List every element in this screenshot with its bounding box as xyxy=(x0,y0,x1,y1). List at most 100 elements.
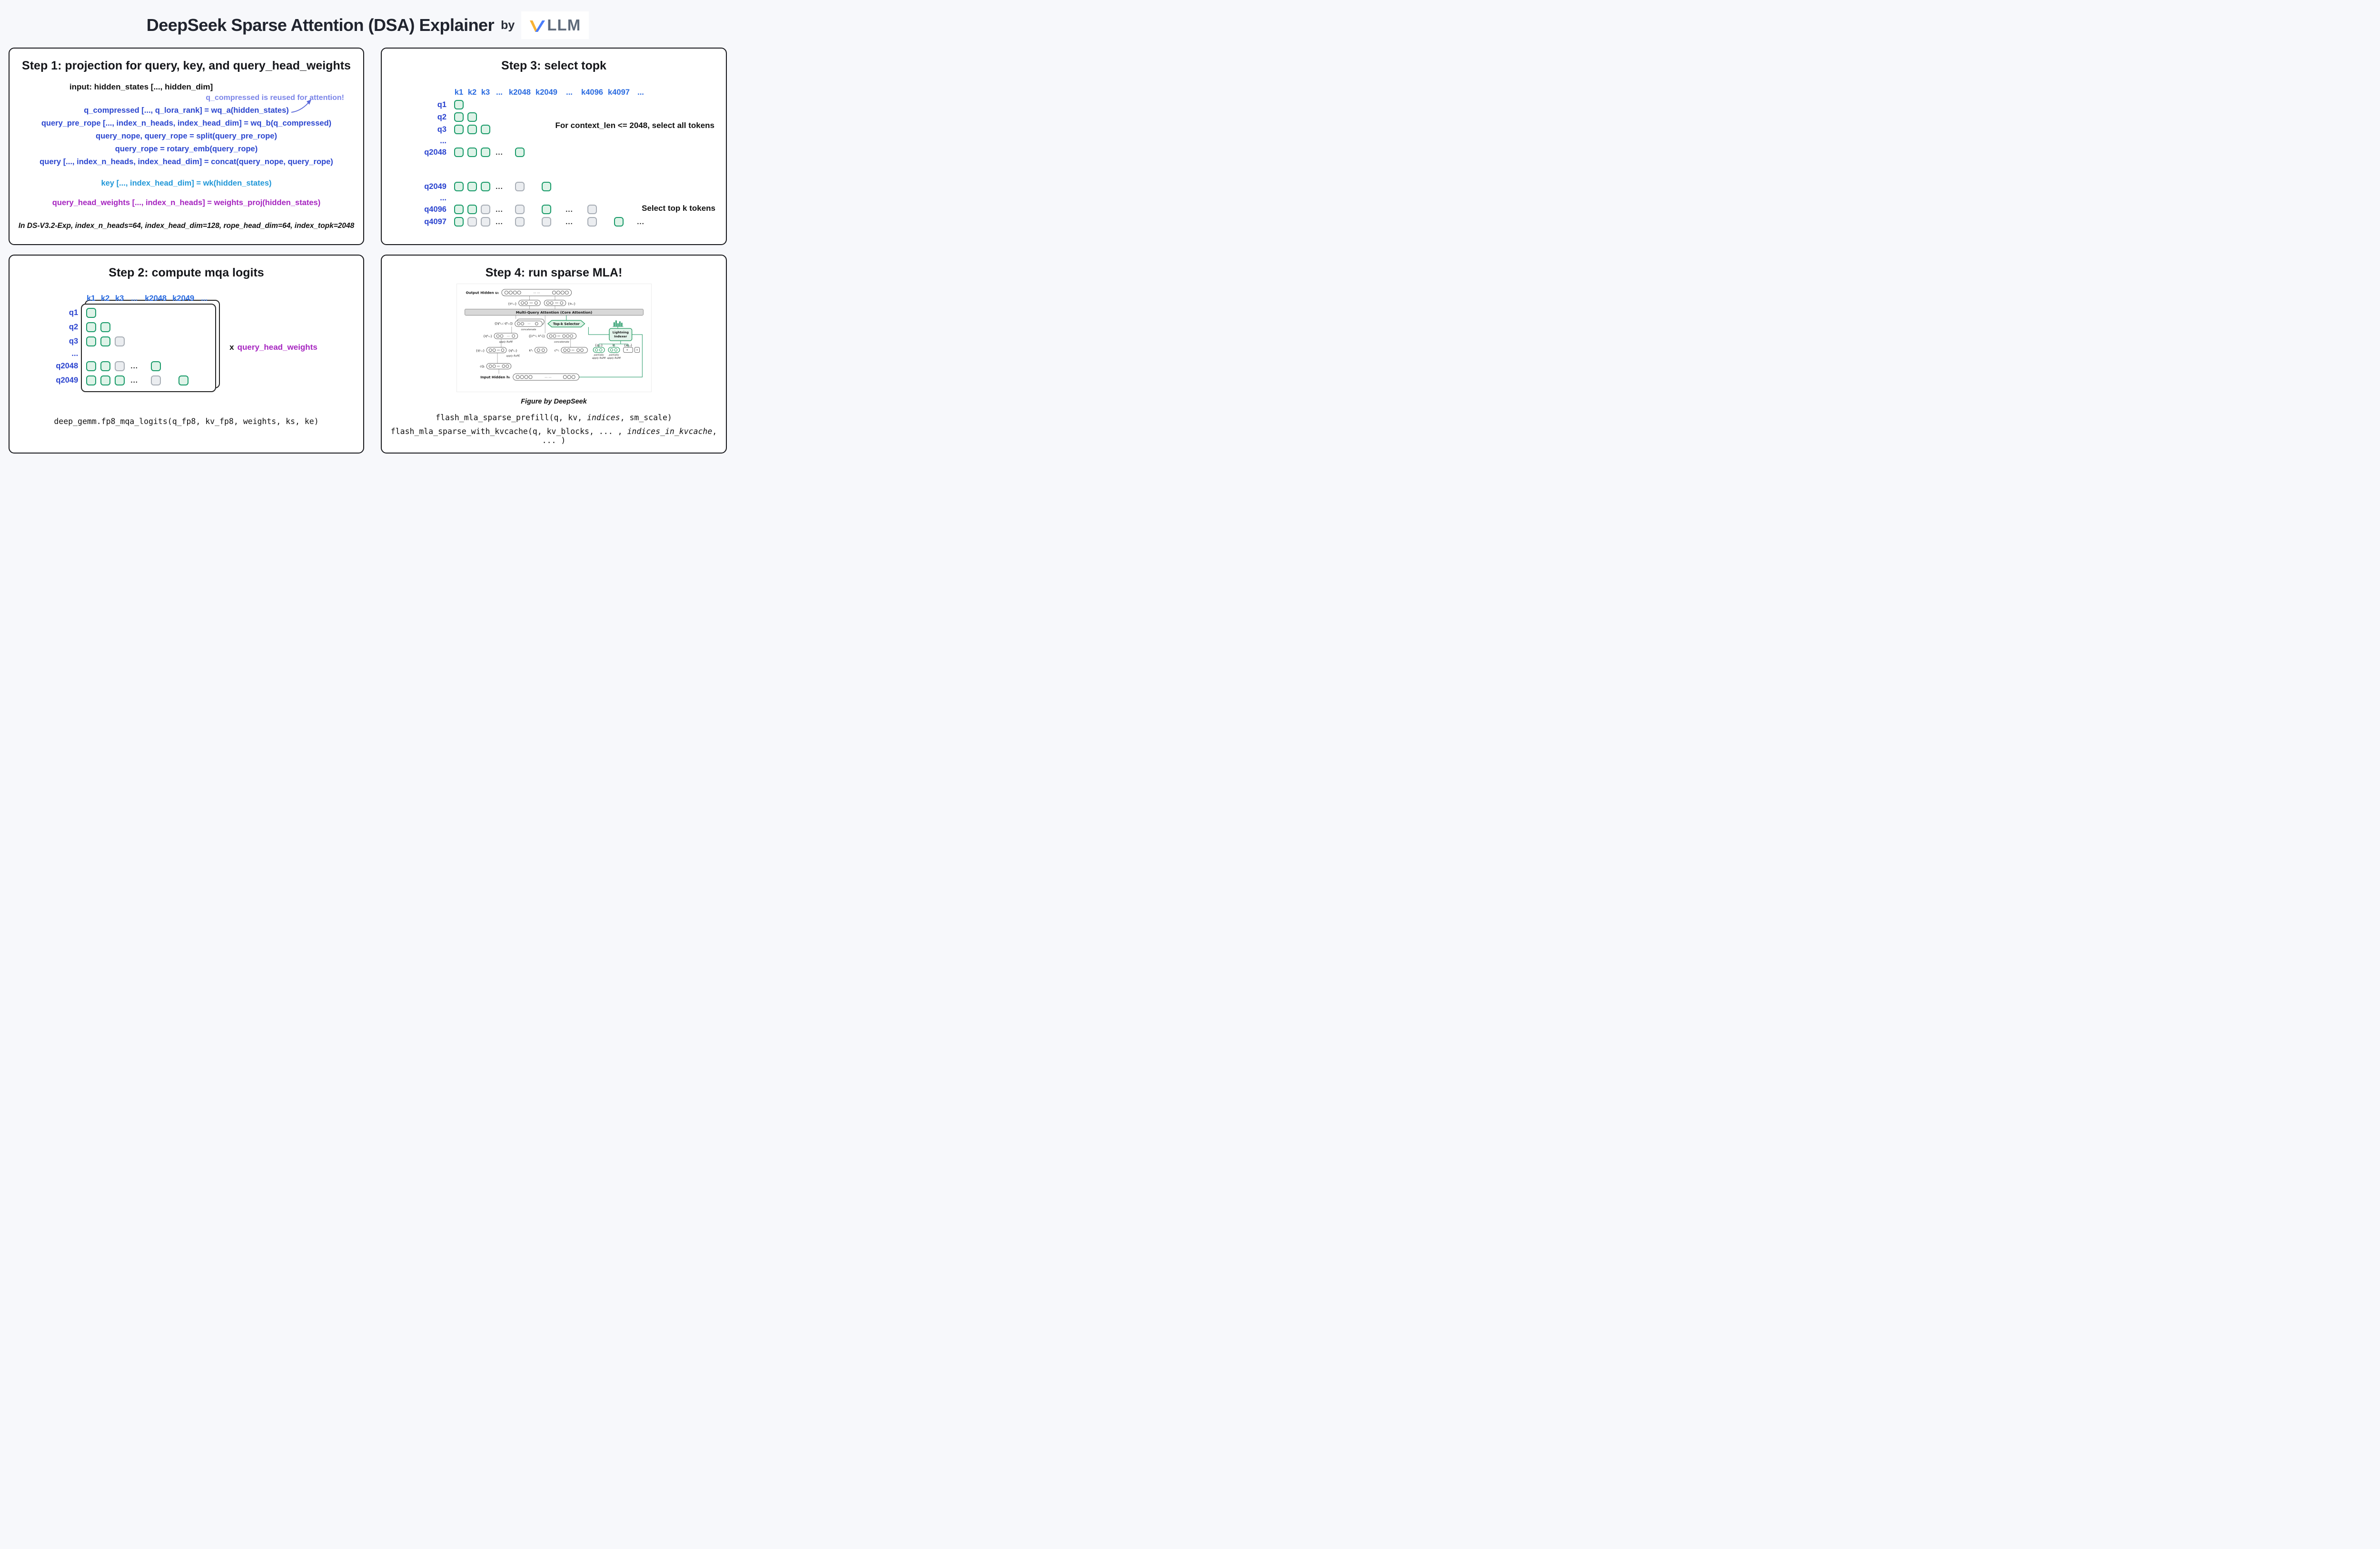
dsa-architecture-figure: Output Hidden uₜ ⋯ ⋯ {oᶜₜ,ᵢ} xyxy=(456,284,652,392)
step4-code-prefill: flash_mla_sparse_prefill(q, kv, indices,… xyxy=(382,413,726,422)
q-r-label: {qᴿₜ,ᵢ} xyxy=(508,349,517,352)
token-cell-selected xyxy=(467,125,477,134)
grid-row: q2 xyxy=(55,320,211,334)
step1-footnote: In DS-V3.2-Exp, index_n_heads=64, index_… xyxy=(18,222,355,230)
vllm-v-icon xyxy=(530,20,545,32)
topk-selector-label: Top-k Selector xyxy=(553,322,579,326)
concatenate1-label: concatenate xyxy=(521,328,536,331)
col-header: k1 xyxy=(454,88,464,97)
code2-pre: flash_mla_sparse_with_kvcache(q, kv_bloc… xyxy=(390,427,627,436)
token-cell-selected xyxy=(454,148,464,157)
figure-rope-row: {qᴬₜ,ᵢ} ⋯ apply RoPE {[cᴷᵛₜ; kᴿₜ]} conca… xyxy=(483,333,576,344)
input-hidden-label: Input Hidden hₜ xyxy=(480,375,510,379)
input-dots: ⋯ ⋯ xyxy=(545,376,551,379)
token-cell-unselected xyxy=(587,217,597,227)
q-i-label: {qᴵₜ,ᵢ} xyxy=(595,344,603,347)
token-cell-selected xyxy=(467,205,477,214)
grid-row: ... xyxy=(55,348,211,359)
col-header: k2048 xyxy=(145,294,167,303)
grid-row: q2049... xyxy=(422,180,649,193)
row-label: q2 xyxy=(437,112,446,121)
figure-wrap: Output Hidden uₜ ⋯ ⋯ {oᶜₜ,ᵢ} xyxy=(382,284,726,392)
step1-weights-line: query_head_weights [..., index_n_heads] … xyxy=(52,198,321,207)
title-by: by xyxy=(501,18,515,32)
step1-query-concat-line: query [..., index_n_heads, index_head_di… xyxy=(40,158,333,166)
col-header: k3 xyxy=(115,294,124,303)
token-cell-selected xyxy=(454,182,464,191)
figure-green-wires xyxy=(565,315,643,377)
col-header: k4097 xyxy=(608,88,630,97)
c-q-label: cQₜ xyxy=(480,365,485,368)
token-cell-selected xyxy=(515,148,525,157)
step2-code: deep_gemm.fp8_mqa_logits(q_fp8, kv_fp8, … xyxy=(54,417,319,426)
token-cell-selected xyxy=(454,100,464,109)
token-cell-unselected xyxy=(481,217,490,227)
token-cell-unselected xyxy=(515,217,525,227)
step4-code-kvcache: flash_mla_sparse_with_kvcache(q, kv_bloc… xyxy=(382,427,726,445)
c-kv-label: cᴷᵛₜ xyxy=(554,349,559,352)
col-header: ... xyxy=(201,294,208,303)
k-i-label: kᴵₜ xyxy=(612,344,615,347)
q-concat-label: {[qᴬₜ,ᵢ; qᴿₜ,ᵢ]} xyxy=(494,322,513,325)
token-cell-selected xyxy=(86,307,96,318)
step1-query-pre-rope-line: query_pre_rope [..., index_n_heads, inde… xyxy=(41,119,332,128)
grid-row: q1 xyxy=(422,99,649,111)
mqa-bar-label: Multi-Query Attention (Core Attention) xyxy=(516,310,592,315)
token-cell-selected xyxy=(86,375,96,385)
token-cell-selected xyxy=(481,125,490,134)
code2-indices: indices_in_kvcache xyxy=(627,427,713,436)
token-cell-selected xyxy=(467,148,477,157)
figure-output-row: Output Hidden uₜ ⋯ ⋯ xyxy=(466,289,572,296)
vllm-logo-text: LLM xyxy=(547,16,581,34)
col-header: ... xyxy=(131,294,138,303)
grid-row: q4096...... xyxy=(422,203,649,216)
col-header: k2049 xyxy=(172,294,195,303)
col-header: ... xyxy=(637,88,644,97)
col-header: k2049 xyxy=(536,88,557,97)
token-cell-unselected xyxy=(481,205,490,214)
ellipsis-cell: ... xyxy=(637,217,645,226)
step4-panel: Step 4: run sparse MLA! xyxy=(381,255,727,454)
token-cell-selected xyxy=(542,205,551,214)
code1-post: , sm_scale) xyxy=(620,413,672,422)
col-header: ... xyxy=(496,88,503,97)
row-label: ... xyxy=(71,349,79,358)
histogram-icon xyxy=(612,320,624,327)
col-header: ... xyxy=(566,88,573,97)
row-label: q1 xyxy=(69,308,79,317)
partial-rope2b-label: apply RoPE xyxy=(607,357,621,360)
token-cell-unselected xyxy=(467,217,477,227)
col-header: k4096 xyxy=(581,88,603,97)
col-header: k2 xyxy=(467,88,477,97)
figure-caption: Figure by DeepSeek xyxy=(521,398,587,405)
grid-row: q2048... xyxy=(422,146,649,158)
q-a-dots: ⋯ xyxy=(506,335,509,338)
row-label: q2049 xyxy=(56,375,79,385)
o-c-label: {oᶜₜ,ᵢ} xyxy=(508,302,517,306)
token-cell-selected xyxy=(542,182,551,191)
multiplier-x: x xyxy=(229,343,234,352)
token-cell-selected xyxy=(86,322,96,332)
token-cell-selected xyxy=(178,375,188,385)
ellipsis-cell: ... xyxy=(565,217,573,226)
token-cell-selected xyxy=(454,125,464,134)
row-label: ... xyxy=(440,193,446,202)
col-header: k1 xyxy=(86,294,96,303)
grid-row: ... xyxy=(422,193,649,203)
grid-row: ... xyxy=(422,136,649,146)
step1-annotation: q_compressed is reused for attention! xyxy=(206,94,344,102)
step2-title: Step 2: compute mqa logits xyxy=(109,266,264,279)
figure-cq-row: cQₜ xyxy=(480,363,511,369)
token-cell-unselected xyxy=(515,205,525,214)
step1-panel: Step 1: projection for query, key, and q… xyxy=(9,48,364,245)
row-label: q1 xyxy=(437,100,446,109)
token-cell-selected xyxy=(454,112,464,122)
row-label: q2 xyxy=(69,322,79,331)
token-cell-unselected xyxy=(515,182,525,191)
col-header: k2048 xyxy=(509,88,531,97)
grid-row: q3 xyxy=(422,123,649,136)
page-title: DeepSeek Sparse Attention (DSA) Explaine… xyxy=(146,15,495,35)
